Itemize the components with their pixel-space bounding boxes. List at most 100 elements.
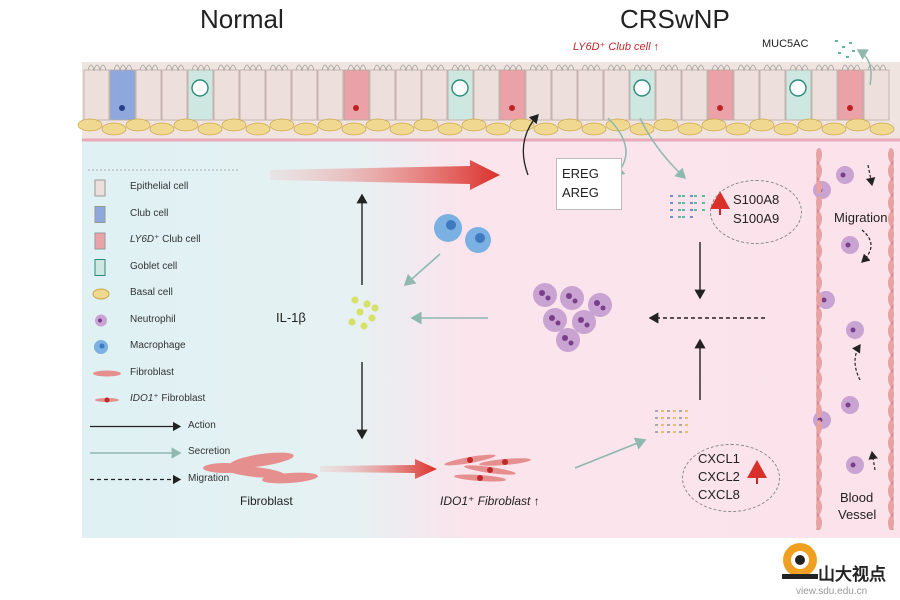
epithelial-cell — [213, 69, 240, 121]
basal-cell — [797, 118, 823, 132]
action-arrow-goblet — [522, 114, 539, 176]
neutrophil-cluster — [533, 283, 612, 352]
muc5ac-dot — [838, 52, 841, 54]
s100-dot — [670, 202, 673, 204]
legend-label: Epithelial cell — [130, 181, 189, 192]
shandong-logo-icon — [782, 543, 818, 579]
basal-cell — [413, 118, 439, 132]
il1b-dot — [351, 296, 359, 304]
cxcl-dot — [685, 410, 688, 412]
neutrophil — [560, 286, 584, 310]
basal-cell-icon — [88, 284, 124, 304]
watermark-name: 山大视点 — [818, 565, 886, 584]
s100-dot — [694, 209, 697, 211]
cxcl-dot — [685, 431, 688, 433]
ido1-fibroblast-icon — [88, 390, 124, 410]
neutrophil — [543, 308, 567, 332]
s100a9-label: S100A9 — [733, 211, 780, 226]
fibroblast-group — [203, 452, 318, 484]
basal-cell — [197, 122, 223, 136]
epithelial-cell — [239, 69, 266, 121]
basal-cell — [533, 122, 559, 136]
basal-cell — [653, 118, 679, 132]
epithelial-cell — [473, 69, 500, 121]
neutrophil — [588, 293, 612, 317]
epithelial-cell — [317, 69, 344, 121]
action-arrow-icon — [88, 417, 124, 437]
basal-cell — [725, 122, 751, 136]
s100-dot — [702, 202, 705, 204]
legend-label: Basal cell — [130, 287, 173, 298]
cxcl-dot — [667, 410, 670, 412]
migration-label: Migration — [834, 210, 888, 225]
legend-label: Goblet cell — [130, 260, 178, 272]
epithelial-cell — [577, 69, 604, 121]
epithelial-cell — [343, 69, 370, 121]
neutrophil — [533, 283, 557, 307]
club-cell-icon — [88, 205, 124, 225]
secretion-arrow-icon — [88, 443, 124, 463]
epithelial-cell — [135, 69, 162, 121]
basal-cell — [629, 122, 655, 136]
basal-cell — [677, 122, 703, 136]
epithelial-cell — [837, 69, 864, 121]
s100-dot — [682, 209, 685, 211]
il1b-molecules — [348, 296, 379, 330]
title-crswnp: CRSwNP — [620, 4, 730, 34]
cxcl8-label: CXCL8 — [698, 487, 740, 502]
epithelial-cell — [811, 69, 838, 121]
upregulation-arrow-bottom — [320, 459, 437, 479]
fibroblast-icon — [88, 364, 124, 384]
epithelial-cell — [551, 69, 578, 121]
epithelial-cell — [499, 69, 526, 121]
legend-item: Migration — [88, 470, 238, 490]
basal-cell — [173, 118, 199, 132]
muc5ac-dot — [842, 46, 845, 48]
ly6d-club-cell-icon — [88, 231, 124, 251]
legend-item: Basal cell — [88, 284, 238, 304]
epithelial-cell — [291, 69, 318, 121]
epithelial-cell — [603, 69, 630, 121]
legend-item: Epithelial cell — [88, 178, 238, 198]
secretion-arrow-macrophage — [403, 253, 441, 287]
legend-label: IDO1⁺ Fibroblast — [130, 393, 206, 404]
s100-dot — [702, 209, 705, 211]
ido1-fibroblast-group — [444, 454, 531, 482]
il1b-dot — [368, 314, 376, 322]
epithelial-cell — [525, 69, 552, 121]
legend-item: LY6D⁺ Club cell — [88, 231, 238, 251]
muc5ac-dot — [852, 50, 855, 52]
watermark-url: view.sdu.edu.cn — [796, 586, 868, 597]
legend-label: Club cell — [130, 207, 169, 219]
muc5ac-dot — [835, 40, 838, 42]
s100a8-label: S100A8 — [733, 192, 780, 207]
s100-dot — [670, 195, 673, 197]
epithelial-cell — [83, 69, 110, 121]
muc5ac-dot — [849, 42, 852, 44]
cxcl-dot — [685, 417, 688, 419]
legend-item: Neutrophil — [88, 311, 238, 331]
il1b-label: IL-1β — [276, 310, 306, 325]
basal-cell — [773, 122, 799, 136]
epithelial-cell-icon — [88, 178, 124, 198]
legend-item: Club cell — [88, 205, 238, 225]
muc5ac-label: MUC5AC — [762, 38, 809, 50]
neutrophil-icon — [88, 311, 124, 331]
basal-cell — [581, 122, 607, 136]
basal-cells — [77, 118, 895, 136]
basal-cell — [293, 122, 319, 136]
s100-ellipse — [710, 180, 802, 244]
legend-label: LY6D⁺ Club cell — [130, 234, 201, 245]
fibroblast-label: Fibroblast — [240, 494, 293, 508]
s100-dot — [678, 195, 681, 197]
basal-cell — [317, 118, 343, 132]
s100-dot — [690, 202, 693, 204]
il1b-dot — [356, 308, 364, 316]
epithelial-cell — [863, 69, 890, 121]
basal-cell — [749, 118, 775, 132]
cxcl-dot — [655, 431, 658, 433]
cxcl-dot — [673, 417, 676, 419]
ido1-fibroblast-label: IDO1⁺ Fibroblast ↑ — [440, 494, 540, 508]
basal-cell — [869, 122, 895, 136]
migration-arrow-icon — [88, 470, 124, 490]
